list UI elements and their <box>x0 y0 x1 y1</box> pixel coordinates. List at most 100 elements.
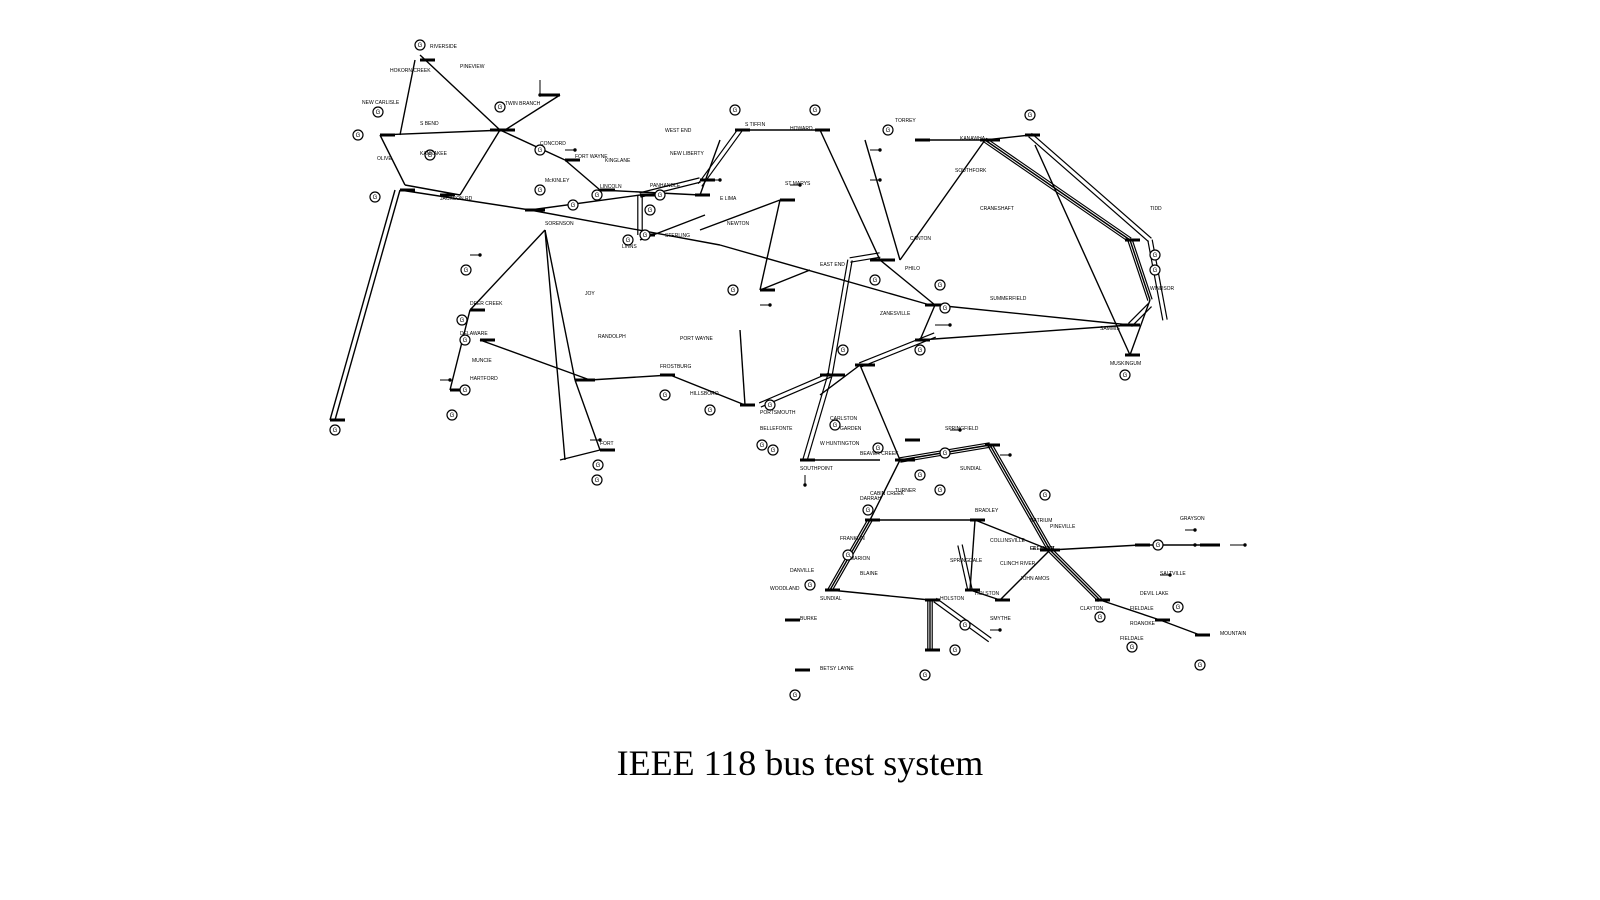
line-60 <box>719 244 931 306</box>
generator-circle <box>959 619 971 631</box>
line-34 <box>984 139 1131 241</box>
generator-circle <box>829 419 841 431</box>
bus-label: WEST END <box>665 128 692 134</box>
generator-symbol: G <box>760 443 765 449</box>
generator-38-icon: G <box>872 442 884 454</box>
generator-8-icon: G <box>591 189 603 201</box>
generator-55-icon: G <box>592 459 604 471</box>
transmission-lines <box>329 54 1220 650</box>
generator-symbol: G <box>428 153 433 159</box>
load-arrow-9-icon <box>1230 543 1247 547</box>
bus-label: KANKAKEE <box>420 151 448 157</box>
generator-symbol: G <box>846 553 851 559</box>
generator-circle <box>1094 611 1106 623</box>
generator-symbol: G <box>1153 268 1158 274</box>
generator-circle <box>804 579 816 591</box>
double-line-15-a <box>1048 551 1099 602</box>
generator-25-icon: G <box>727 284 739 296</box>
line-61 <box>599 189 701 196</box>
generator-symbol: G <box>833 423 838 429</box>
load-arrow-head <box>958 428 962 432</box>
bus-label: FORT <box>600 441 614 447</box>
generator-43-icon: G <box>862 504 874 516</box>
generator-symbol: G <box>886 128 891 134</box>
load-arrow-17-icon <box>870 178 882 182</box>
bus-label: HOKORN CREEK <box>390 68 431 74</box>
generator-symbol: G <box>464 268 469 274</box>
generator-circle <box>1172 601 1184 613</box>
generator-11-icon: G <box>644 204 656 216</box>
generator-36-icon: G <box>837 344 849 356</box>
line-19 <box>544 229 566 461</box>
load-arrow-16-icon <box>870 148 882 152</box>
generator-circle <box>494 101 506 113</box>
bus-label: CANTON <box>910 236 931 242</box>
generator-symbol: G <box>658 193 663 199</box>
bus-label: SUNDIAL <box>960 466 982 472</box>
bus-label: MUSKINGUM <box>1110 361 1141 367</box>
bus-label: HARTFORD <box>470 376 498 382</box>
generator-circle <box>914 344 926 356</box>
double-line-8-b <box>985 137 1132 239</box>
bus-label: KANAWHA <box>960 136 986 142</box>
double-line-8-a <box>983 141 1130 243</box>
bus-label: PANHANDLE <box>650 183 681 189</box>
generator-circle <box>1039 489 1051 501</box>
bus-label: FIELDALE <box>1130 606 1154 612</box>
bus-label: FORT WAYNE <box>575 154 608 160</box>
load-arrow-head <box>878 148 882 152</box>
load-arrow-5-icon <box>935 323 952 327</box>
line-47 <box>1159 619 1201 636</box>
generator-symbol: G <box>768 403 773 409</box>
bus-label: GLEN LYN <box>1030 546 1055 552</box>
bus-label: CLAYTON <box>1080 606 1104 612</box>
bus-label: GARDEN <box>840 426 862 432</box>
generator-symbol: G <box>418 43 423 49</box>
generator-circle <box>949 644 961 656</box>
generator-34-icon: G <box>756 439 768 451</box>
bus-label: DANVILLE <box>790 568 815 574</box>
generator-22-icon: G <box>869 274 881 286</box>
generator-symbol: G <box>923 673 928 679</box>
double-line-2-a <box>697 128 739 185</box>
generator-circle <box>352 129 364 141</box>
generator-16-icon: G <box>882 124 894 136</box>
generator-circle <box>882 124 894 136</box>
generator-circle <box>460 264 472 276</box>
generator-33-icon: G <box>704 404 716 416</box>
bus-label: SAMMIS <box>1100 326 1120 332</box>
line-12 <box>529 194 641 211</box>
bus-label: SOUTHPOINT <box>800 466 833 472</box>
generator-circle <box>446 409 458 421</box>
load-arrow-head <box>1193 528 1197 532</box>
bus-label: ZANESVILLE <box>880 311 911 317</box>
generator-circle <box>1126 641 1138 653</box>
load-arrow-head <box>1243 543 1247 547</box>
bus-label: SUNDIAL <box>820 596 842 602</box>
generator-35-icon: G <box>767 444 779 456</box>
generator-symbol: G <box>708 408 713 414</box>
generator-symbol: G <box>873 278 878 284</box>
generator-42-icon: G <box>934 484 946 496</box>
line-5 <box>329 189 396 421</box>
line-4 <box>334 189 401 421</box>
line-29 <box>879 259 936 306</box>
line-25 <box>819 129 881 261</box>
figure-caption: IEEE 118 bus test system <box>616 743 984 783</box>
line-36 <box>864 139 901 261</box>
generator-31-icon: G <box>659 389 671 401</box>
line-40 <box>1034 144 1131 356</box>
generator-50-icon: G <box>1126 641 1138 653</box>
bus-label: BETSY LAYNE <box>820 666 854 672</box>
generator-37-icon: G <box>829 419 841 431</box>
load-arrow-head <box>448 378 452 382</box>
bus-label: S TIFFIN <box>745 122 766 128</box>
generator-symbol: G <box>1123 373 1128 379</box>
load-arrow-7-icon <box>1000 453 1012 457</box>
generator-symbol: G <box>918 348 923 354</box>
load-arrow-head <box>798 183 802 187</box>
bus-label: NATRIUM <box>1030 518 1052 524</box>
bus-label: W HUNTINGTON <box>820 441 860 447</box>
line-44 <box>989 444 1051 551</box>
